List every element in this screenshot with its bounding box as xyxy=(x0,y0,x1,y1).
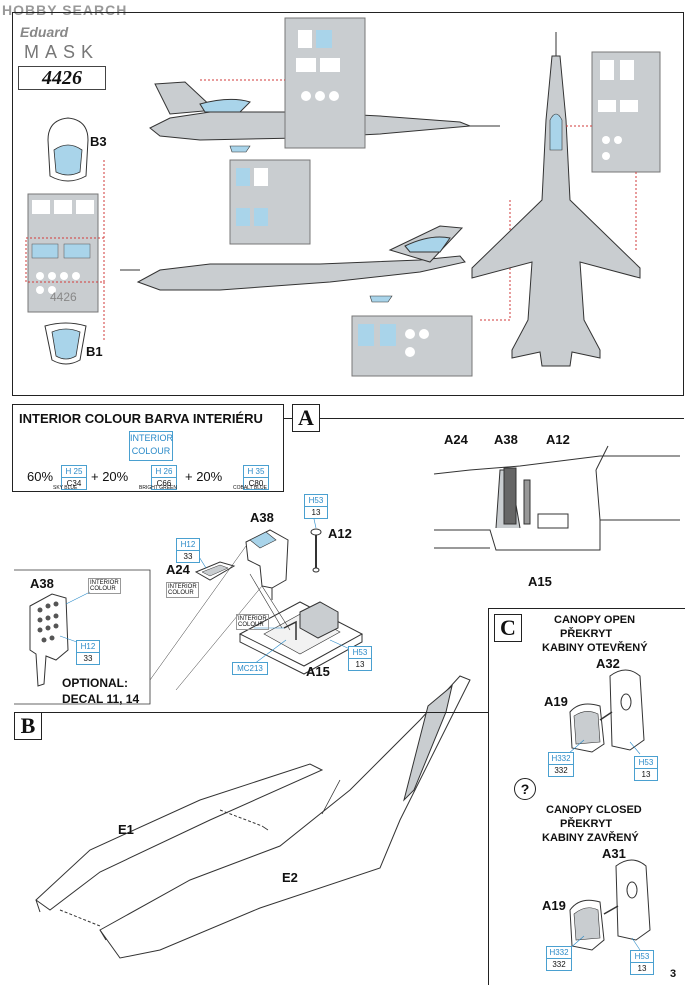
canopy-closed-title: CANOPY CLOSED xyxy=(546,804,642,816)
mask-sheet-middle xyxy=(229,159,311,245)
colour-name-cobalt-blue: COBALT BLUE xyxy=(233,485,267,491)
aircraft-side-view-2 xyxy=(120,225,466,303)
label-a15-section: A15 xyxy=(528,574,552,589)
mask-sheet-left xyxy=(27,193,99,313)
part-a15-drawing xyxy=(238,601,364,675)
label-a12: A12 xyxy=(328,526,352,541)
optional-label: OPTIONAL: xyxy=(62,676,128,690)
mask-sheet-number: 4426 xyxy=(50,290,77,304)
label-a24: A24 xyxy=(166,562,190,577)
mask-overview-panel xyxy=(12,12,684,396)
mask-sheet-top xyxy=(284,17,366,149)
colour-name-sky-blue: SKY BLUE xyxy=(53,485,78,491)
canopy-closed-cz1: PŘEKRYT xyxy=(560,818,613,830)
label-a24-section: A24 xyxy=(444,432,468,447)
watermark: HOBBY SEARCH xyxy=(2,2,128,18)
canopy-b1-drawing xyxy=(44,322,87,365)
interior-swatch: INTERIOR COLOUR xyxy=(129,431,173,461)
kit-number: 4426 xyxy=(18,66,106,90)
canopy-open-drawing xyxy=(569,669,645,753)
brand-box: Eduard MASK 4426 xyxy=(14,14,110,92)
mask-sheet-right xyxy=(591,51,661,173)
section-c-panel xyxy=(488,608,685,985)
brand-logo: Eduard xyxy=(20,24,69,40)
section-a-divider xyxy=(284,418,292,419)
label-e2: E2 xyxy=(282,870,298,885)
wing-e1-e2-drawing xyxy=(35,675,471,959)
page-number: 3 xyxy=(670,968,677,980)
label-a12-section: A12 xyxy=(546,432,570,447)
label-a32: A32 xyxy=(596,656,620,671)
section-c-badge: C xyxy=(494,614,522,642)
mask-sheet-bottom xyxy=(351,315,473,377)
interior-colour-box: INTERIOR COLOUR BARVA INTERIÉRU INTERIOR… xyxy=(12,404,284,492)
canopy-closed-cz2: KABINY ZAVŘENÝ xyxy=(542,832,639,844)
section-b-badge: B xyxy=(14,712,42,740)
label-b3: B3 xyxy=(90,134,107,149)
colour-name-bright-green: BRIGHT GREEN xyxy=(139,485,177,491)
section-a-badge: A xyxy=(292,404,320,432)
label-a31: A31 xyxy=(602,846,626,861)
aircraft-top-view xyxy=(471,32,641,367)
question-icon: ? xyxy=(514,778,536,800)
section-b-rule xyxy=(42,712,488,713)
canopy-open-title: CANOPY OPEN xyxy=(554,614,636,626)
canopy-open-cz1: PŘEKRYT xyxy=(560,628,613,640)
part-a12-drawing xyxy=(310,528,322,573)
part-a38-drawing xyxy=(245,529,289,600)
mix-percent-3: + 20% xyxy=(185,469,223,484)
inset-a38-drawing xyxy=(29,593,69,687)
section-a-rule xyxy=(320,418,684,419)
code-mc213: MC213 xyxy=(232,662,268,675)
label-a19-closed: A19 xyxy=(542,898,566,913)
canopy-closed-drawing xyxy=(569,859,651,951)
label-a38: A38 xyxy=(250,510,274,525)
canopy-b3-drawing xyxy=(47,117,89,182)
label-a38-inset: A38 xyxy=(30,576,54,591)
label-b1: B1 xyxy=(86,344,103,359)
label-a19-open: A19 xyxy=(544,694,568,709)
label-a38-section: A38 xyxy=(494,432,518,447)
label-e1: E1 xyxy=(118,822,134,837)
label-a15: A15 xyxy=(306,664,330,679)
mix-percent-1: 60% xyxy=(27,469,54,484)
optional-decal-label: DECAL 11, 14 xyxy=(62,692,140,706)
mix-percent-2: + 20% xyxy=(91,469,129,484)
canopy-open-cz2: KABINY OTEVŘENÝ xyxy=(542,642,648,654)
part-a24-drawing xyxy=(194,561,236,581)
brand-mask-label: MASK xyxy=(24,42,100,62)
interior-title: INTERIOR COLOUR BARVA INTERIÉRU xyxy=(19,411,263,426)
cockpit-section-drawing xyxy=(433,445,680,551)
